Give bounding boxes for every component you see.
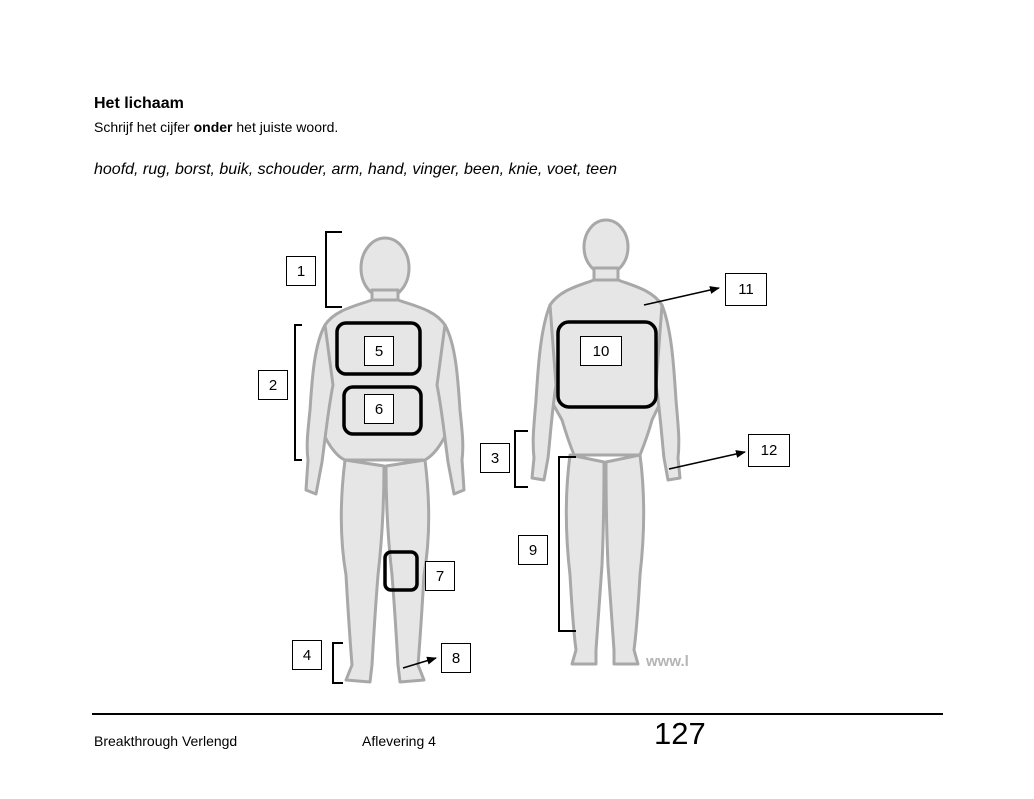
highlight-back bbox=[556, 320, 658, 409]
footer-divider bbox=[92, 713, 943, 715]
back-head bbox=[582, 218, 630, 276]
number-box-4: 4 bbox=[292, 640, 322, 670]
number-box-7: 7 bbox=[425, 561, 455, 591]
bracket-hand bbox=[514, 430, 528, 488]
arrow-shoulder bbox=[643, 286, 720, 306]
number-box-1: 1 bbox=[286, 256, 316, 286]
number-box-9: 9 bbox=[518, 535, 548, 565]
bracket-head bbox=[325, 231, 342, 308]
highlight-knee bbox=[383, 550, 419, 592]
number-box-8: 8 bbox=[441, 643, 471, 673]
instruction-emphasis: onder bbox=[193, 119, 233, 135]
front-left-leg bbox=[339, 458, 386, 684]
highlight-chest bbox=[335, 321, 422, 376]
page-title: Het lichaam bbox=[94, 95, 184, 112]
number-box-3: 3 bbox=[480, 443, 510, 473]
bracket-leg bbox=[558, 456, 576, 632]
number-box-2: 2 bbox=[258, 370, 288, 400]
back-figure bbox=[530, 218, 682, 666]
back-right-leg bbox=[604, 453, 646, 666]
back-right-arm bbox=[654, 303, 682, 482]
footer-episode: Aflevering 4 bbox=[362, 733, 436, 749]
front-right-leg bbox=[384, 458, 431, 684]
bracket-trunk bbox=[294, 324, 302, 461]
bracket-foot bbox=[332, 642, 343, 684]
watermark: www.l bbox=[646, 653, 689, 670]
footer-course-title: Breakthrough Verlengd bbox=[94, 733, 238, 749]
number-box-10: 10 bbox=[580, 336, 622, 366]
number-box-5: 5 bbox=[364, 336, 394, 366]
back-left-arm bbox=[530, 303, 558, 482]
instruction-part-2: het juiste woord. bbox=[232, 119, 339, 135]
instruction-part-1: Schrijf het cijfer bbox=[94, 119, 194, 135]
arrow-finger bbox=[668, 450, 746, 470]
front-figure bbox=[304, 236, 466, 684]
back-left-leg bbox=[564, 453, 606, 666]
instruction-text: Schrijf het cijfer onder het juiste woor… bbox=[94, 119, 338, 135]
number-box-12: 12 bbox=[748, 434, 790, 467]
highlight-belly bbox=[342, 385, 423, 436]
page-number: 127 bbox=[654, 716, 706, 751]
back-torso bbox=[543, 278, 669, 457]
number-box-6: 6 bbox=[364, 394, 394, 424]
number-box-11: 11 bbox=[725, 273, 767, 306]
front-right-arm bbox=[435, 323, 466, 496]
arrow-toe bbox=[402, 656, 437, 669]
word-list: hoofd, rug, borst, buik, schouder, arm, … bbox=[94, 161, 617, 178]
front-left-arm bbox=[304, 323, 335, 496]
